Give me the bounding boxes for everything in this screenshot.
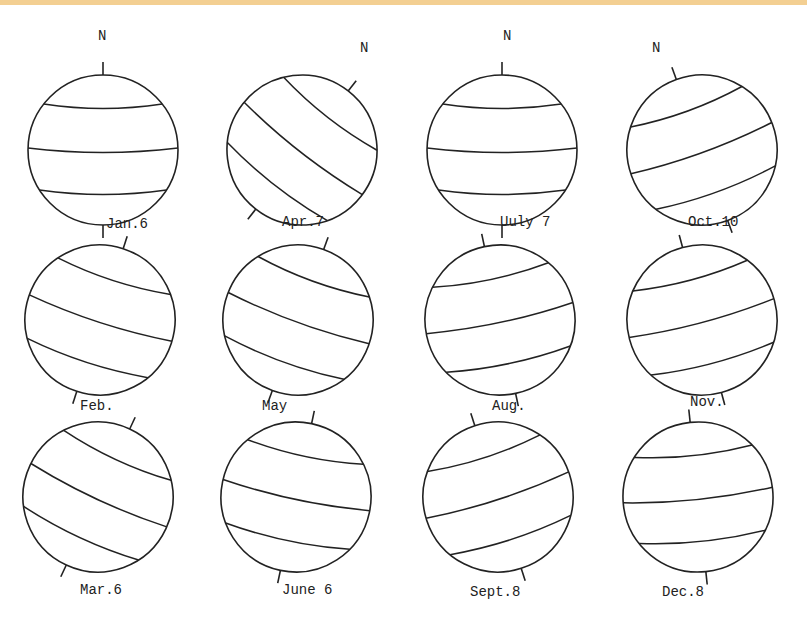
planet-disc: [28, 62, 178, 238]
disc-outline: [5, 225, 194, 414]
planet-disc: [189, 34, 416, 265]
planet-disc: [427, 62, 577, 238]
planet-disc: [408, 218, 591, 421]
disc-outline: [610, 228, 794, 412]
cloud-band: [28, 295, 172, 346]
date-label: Apr.7: [282, 214, 324, 230]
planet-disc: [1, 213, 198, 427]
header-bar: [0, 0, 807, 5]
north-pole-tick: [689, 409, 690, 422]
cloud-band: [634, 445, 752, 462]
cloud-band: [633, 260, 749, 295]
north-pole-tick: [501, 62, 503, 75]
date-label: Feb.: [80, 398, 114, 414]
cloud-band: [247, 440, 364, 469]
cloud-band: [26, 338, 148, 381]
south-pole-tick: [278, 570, 281, 583]
north-label: N: [652, 40, 660, 56]
planet-disc: [607, 216, 797, 425]
disc-outline: [403, 402, 592, 591]
cloud-band: [656, 166, 777, 214]
date-label: June 6: [282, 582, 332, 598]
north-pole-tick: [324, 237, 328, 249]
cloud-band: [223, 336, 344, 384]
north-pole-tick: [312, 411, 315, 424]
cloud-band: [22, 506, 139, 564]
cloud-band: [28, 148, 178, 153]
north-pole-tick: [471, 413, 475, 425]
disc-outline: [606, 54, 798, 246]
cloud-band: [631, 122, 773, 178]
cloud-band: [427, 148, 577, 153]
planet-disc: [601, 42, 802, 259]
cloud-band: [281, 77, 377, 153]
north-label: N: [360, 40, 368, 56]
north-pole-tick: [130, 417, 135, 429]
disc-outline: [197, 45, 408, 256]
cloud-band: [623, 487, 773, 507]
cloud-band: [651, 342, 775, 379]
south-pole-tick: [521, 568, 525, 580]
south-pole-tick: [102, 225, 104, 238]
date-label: Aug.: [492, 398, 526, 414]
planet-disc: [0, 386, 203, 609]
cloud-band: [225, 523, 350, 554]
disc-outline: [616, 415, 781, 580]
date-label: Jan.6: [106, 216, 148, 232]
cloud-band: [62, 430, 171, 484]
cloud-band: [227, 292, 369, 348]
cloud-band: [241, 102, 362, 198]
south-pole-tick: [248, 209, 256, 219]
disc-outline: [202, 224, 394, 416]
disc-outline: [28, 75, 178, 225]
planet-disc: [614, 402, 782, 593]
date-label: Dec.8: [662, 584, 704, 600]
planet-disc: [399, 390, 596, 604]
cloud-band: [426, 302, 574, 338]
date-label: Uuly 7: [500, 214, 550, 230]
cloud-band: [40, 190, 167, 195]
disc-outline: [207, 408, 385, 586]
cloud-band: [446, 346, 571, 377]
cloud-band: [450, 515, 572, 558]
north-label: N: [503, 28, 511, 44]
planet-disc: [197, 212, 398, 429]
cloud-band: [29, 464, 167, 531]
date-label: Oct.10: [688, 214, 738, 230]
north-pole-tick: [348, 81, 356, 91]
cloud-band: [432, 263, 549, 292]
cloud-band: [427, 435, 541, 476]
cloud-band: [639, 530, 766, 548]
north-label: N: [98, 28, 106, 44]
planet-disc: [204, 395, 387, 598]
disc-outline: [0, 397, 198, 596]
disc-outline: [427, 75, 577, 225]
cloud-band: [222, 479, 370, 515]
south-pole-tick: [73, 391, 77, 403]
north-pole-tick: [672, 67, 676, 79]
cloud-band: [443, 104, 561, 109]
date-label: Mar.6: [80, 582, 122, 598]
cloud-band: [439, 190, 566, 195]
north-pole-tick: [102, 62, 104, 75]
cloud-band: [631, 87, 744, 132]
cloud-band: [257, 257, 370, 302]
cloud-band: [225, 142, 328, 224]
north-pole-tick: [123, 236, 127, 248]
date-label: Sept.8: [470, 584, 520, 600]
cloud-band: [44, 104, 162, 109]
north-pole-tick: [679, 235, 682, 248]
date-label: May: [262, 398, 287, 414]
north-pole-tick: [482, 234, 485, 247]
disc-outline: [411, 231, 589, 409]
south-pole-tick: [61, 565, 66, 577]
date-label: Nov.: [690, 394, 724, 410]
cloud-band: [426, 472, 570, 523]
cloud-band: [629, 299, 775, 342]
cloud-band: [56, 258, 170, 299]
south-pole-tick: [706, 572, 707, 585]
